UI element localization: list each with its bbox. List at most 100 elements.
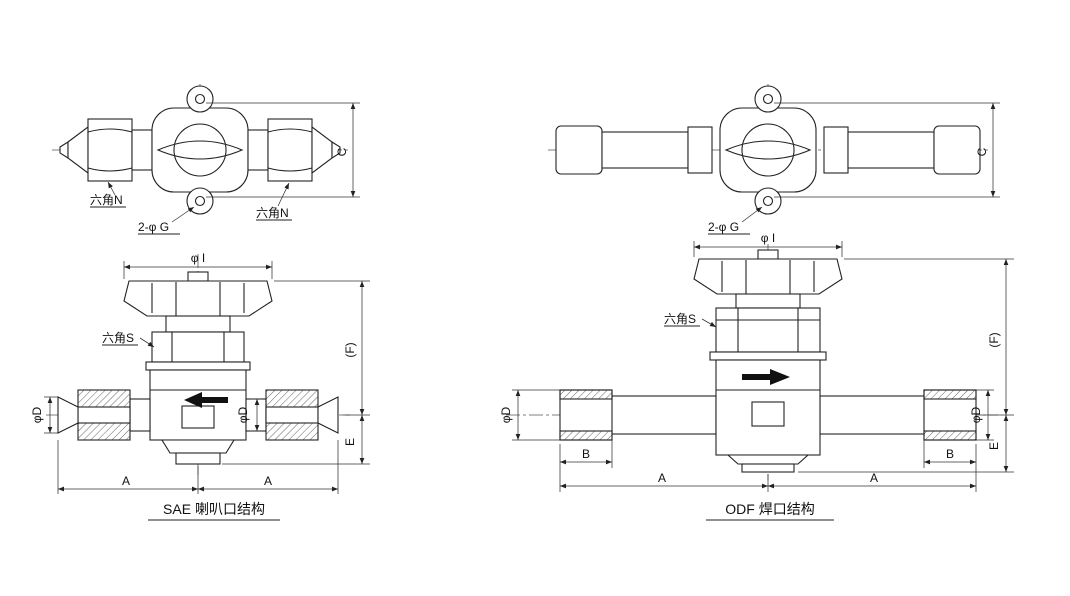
sae-dim-phi-d-left: φD	[30, 396, 58, 434]
odf-top-left-cup	[555, 125, 603, 175]
odf-right-cup-wall-top	[923, 389, 977, 400]
odf-bonnet-flange	[709, 351, 827, 361]
odf-knob-body	[693, 258, 843, 295]
sae-top-left-spacer	[131, 129, 153, 171]
sae-hex-n-left-label: 六角N	[90, 193, 123, 207]
sae-top-dim-c: C	[206, 102, 360, 198]
odf-top-bolt-hole-top	[762, 93, 774, 105]
odf-right-cup-wall-bottom	[923, 430, 977, 441]
sae-top-flange-body	[151, 107, 249, 193]
sae-holes-label: 2-φ G	[138, 220, 169, 234]
sae-bonnet-flange	[145, 361, 251, 371]
sae-top-left-nut	[87, 118, 133, 182]
sae-front-view: φ I 六角S	[30, 251, 370, 521]
odf-top-left-tube	[601, 131, 689, 169]
odf-dim-phi-d-left: φD	[499, 389, 560, 441]
odf-dim-a-left-label: A	[658, 471, 666, 485]
odf-bonnet	[715, 307, 821, 353]
sae-left-bore	[77, 406, 131, 424]
sae-top-right-spacer	[247, 129, 269, 171]
sae-packing-nut	[165, 315, 231, 333]
sae-top-view: C 六角N 六角N 2-φ G	[52, 84, 360, 235]
odf-dim-f-label: (F)	[987, 332, 1001, 347]
odf-flow-arrow	[742, 369, 790, 385]
sae-right-flare-mouth	[317, 396, 339, 434]
odf-dim-phi-i-label: φ I	[761, 231, 775, 245]
odf-dim-phi-d-right-label: φD	[969, 406, 983, 423]
odf-top-right-cup	[933, 125, 981, 175]
sae-top-handle-outline	[156, 140, 244, 160]
sae-hex-n-right-label: 六角N	[256, 206, 289, 220]
odf-top-view: C 2-φ G	[548, 84, 1000, 235]
odf-top-right-collar	[823, 126, 849, 174]
sae-top-flange	[151, 85, 249, 215]
odf-top-right-tube	[847, 131, 935, 169]
sae-top-stem-circle	[173, 123, 227, 177]
sae-top-right-nut	[267, 118, 313, 182]
odf-dim-b-left-label: B	[582, 447, 590, 461]
odf-dim-f: (F)	[844, 258, 1014, 416]
odf-dim-a-right-label: A	[870, 471, 878, 485]
sae-top-left-tip	[59, 141, 69, 159]
sae-dim-phi-d-right: φD	[236, 398, 263, 432]
sae-top-right-tip	[331, 141, 341, 159]
odf-right-tube	[819, 395, 929, 435]
odf-knob-cap	[757, 249, 779, 260]
odf-top-handle-outline	[724, 140, 812, 160]
odf-left-cup-wall-bottom	[559, 430, 613, 441]
odf-top-flange-body	[719, 107, 817, 193]
odf-title: ODF 焊口结构	[725, 501, 814, 517]
sae-left-arm	[129, 398, 151, 432]
sae-knob-cap	[187, 271, 209, 282]
sae-knob-body	[123, 280, 273, 317]
sae-dim-phi-d-left-label: φD	[30, 406, 44, 423]
odf-body-seat	[751, 401, 785, 427]
sae-front-dim-phi-i: φ I	[123, 251, 273, 279]
sae-top-flange-lobe-top	[186, 85, 214, 113]
sae-title: SAE 喇叭口结构	[163, 501, 265, 517]
sae-dim-phi-d-right-label: φD	[236, 406, 250, 423]
sae-top-labels: 六角N 六角N 2-φ G	[90, 181, 292, 235]
odf-top-bolt-hole-bottom	[762, 195, 774, 207]
sae-body-seat	[181, 405, 215, 429]
odf-dim-b-right-label: B	[946, 447, 954, 461]
odf-dim-phi-d-left-label: φD	[499, 406, 513, 423]
odf-holes-label: 2-φ G	[708, 220, 739, 234]
odf-top-left-collar	[687, 126, 713, 174]
sae-bonnet-hex	[151, 331, 245, 363]
sae-left-flare-mouth	[57, 396, 79, 434]
sae-valve-body	[57, 369, 339, 465]
odf-top-labels: 2-φ G	[708, 206, 763, 235]
sae-dim-e-label: E	[343, 438, 357, 446]
odf-top-flange-lobe-bottom	[754, 187, 782, 215]
odf-body-taper	[726, 454, 810, 465]
odf-top-flange-lobe-top	[754, 85, 782, 113]
odf-valve-body	[559, 359, 977, 473]
sae-top-right-cone	[311, 125, 333, 175]
odf-dim-e-label: E	[987, 442, 1001, 450]
sae-body-base	[175, 452, 221, 465]
odf-packing-nut	[735, 293, 801, 309]
odf-top-flange	[719, 85, 817, 215]
sae-body-taper	[161, 439, 235, 454]
sae-dim-f-label: (F)	[343, 342, 357, 357]
sae-dim-c-label: C	[335, 147, 349, 156]
sae-dim-e: E	[222, 415, 370, 465]
odf-front-knob	[693, 249, 843, 295]
sae-hex-s-label: 六角S	[102, 331, 134, 345]
sae-top-flange-lobe-bottom	[186, 187, 214, 215]
sae-dim-phi-i-label: φ I	[191, 251, 205, 265]
sae-flow-arrow	[184, 392, 228, 408]
sae-dim-a-right-label: A	[264, 474, 272, 488]
odf-front-view: φ I 六角S	[499, 231, 1014, 521]
odf-body-base	[741, 463, 795, 473]
sae-hex-s: 六角S	[102, 331, 155, 348]
odf-left-tube	[607, 395, 717, 435]
sae-top-bolt-hole-bottom	[194, 195, 206, 207]
odf-top-dim-c: C	[774, 102, 1000, 198]
sae-right-bore	[265, 406, 319, 424]
odf-left-cup-wall-top	[559, 389, 613, 400]
odf-dims-a: A A	[559, 444, 977, 492]
sae-top-bolt-hole-top	[194, 93, 206, 105]
